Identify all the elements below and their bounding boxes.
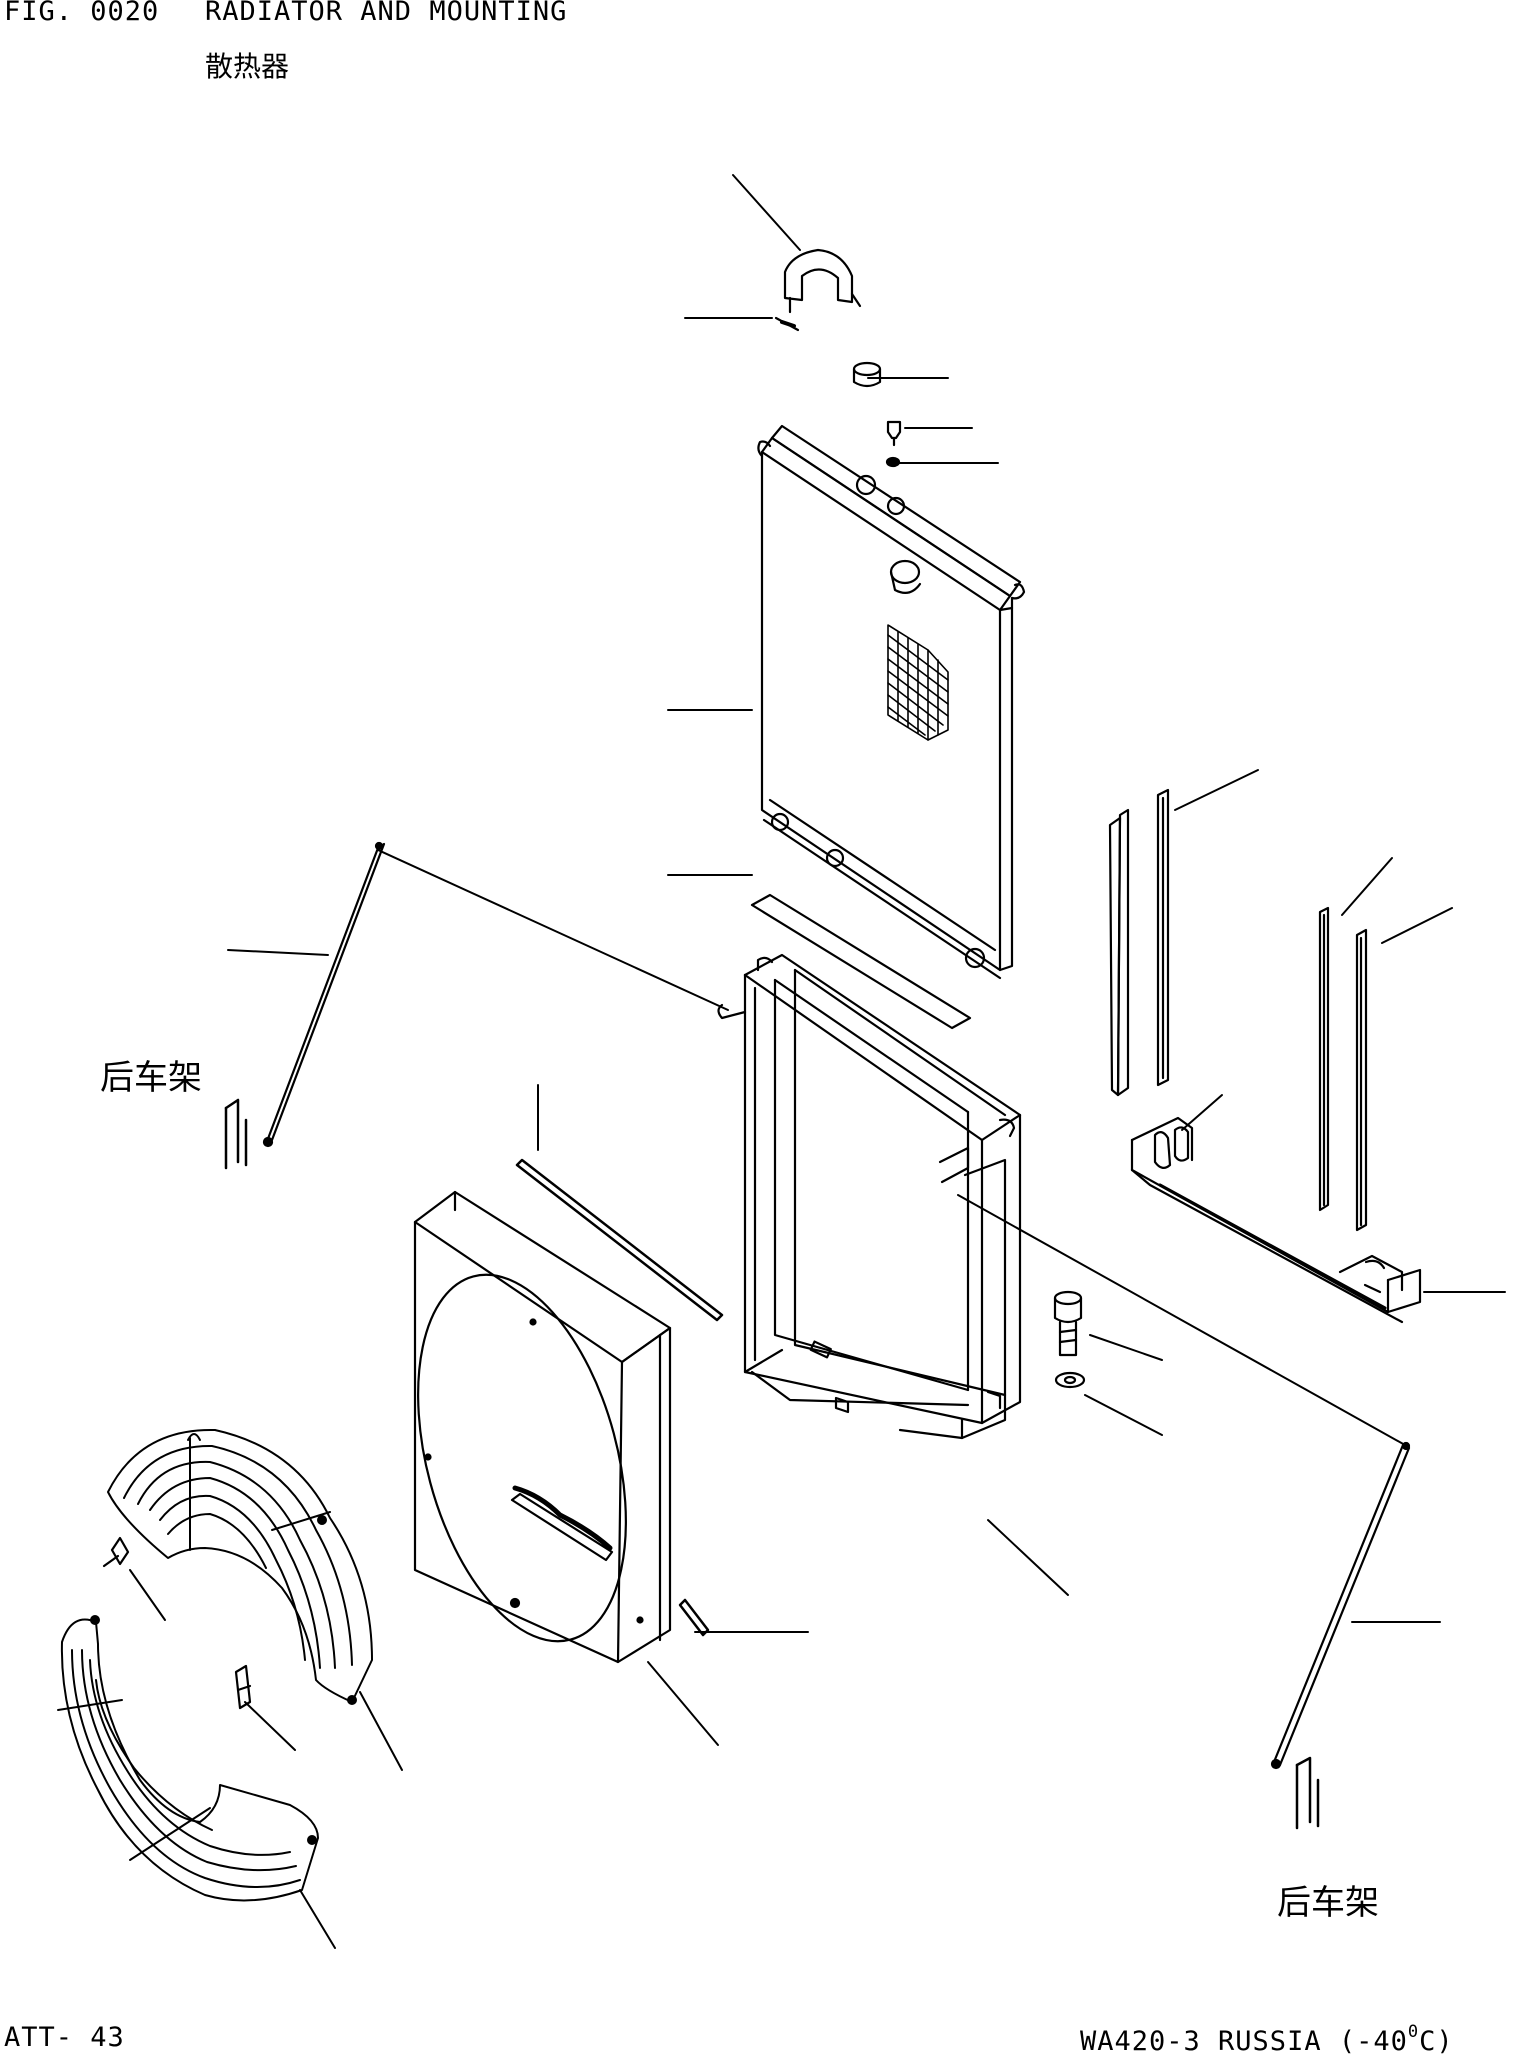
- radiator-grille: [887, 624, 949, 741]
- fan-guard-lower: [57, 1615, 319, 1902]
- fan-guard-upper: [107, 1428, 373, 1705]
- guard-clip-lower: [234, 1664, 252, 1710]
- rear-frame-label-left: 后车架: [100, 1058, 202, 1098]
- model-reference: WA420-3 RUSSIA (-400C): [1080, 2022, 1454, 2057]
- top-bracket: [774, 248, 862, 332]
- radiator-cap: [852, 361, 882, 388]
- fan-shroud: [413, 1190, 672, 1664]
- mounting-washer: [1054, 1371, 1086, 1389]
- model-unit: C): [1419, 2026, 1454, 2057]
- drain-plug: [886, 420, 902, 447]
- seal-strip: [750, 893, 972, 1030]
- mounting-bolt: [1053, 1290, 1083, 1357]
- page-reference: ATT- 43: [4, 2022, 125, 2053]
- figure-title: RADIATOR AND MOUNTING: [205, 0, 568, 27]
- rear-frame-symbol-left: [224, 1098, 248, 1170]
- rear-frame-label-right: 后车架: [1277, 1883, 1379, 1923]
- stay-rod-left: [262, 841, 386, 1148]
- radiator-guard-frame: [717, 953, 1022, 1440]
- figure-number: FIG. 0020: [4, 0, 160, 27]
- model-text: WA420-3 RUSSIA (-40: [1080, 2026, 1408, 2057]
- degree-symbol: 0: [1407, 2022, 1420, 2042]
- stay-rod-right: [1270, 1441, 1411, 1770]
- side-bracket: [1130, 1116, 1422, 1324]
- washer: [885, 456, 901, 468]
- rear-frame-symbol-right: [1295, 1756, 1320, 1830]
- leader-lines: [129, 174, 1506, 1949]
- radiator-core: [757, 424, 1026, 980]
- guard-clip-upper: [102, 1536, 130, 1568]
- small-seal: [678, 1598, 710, 1637]
- shroud-seal-strip: [515, 1158, 724, 1322]
- figure-title-chinese: 散热器: [205, 50, 290, 83]
- rubber-seals: [1108, 788, 1368, 1232]
